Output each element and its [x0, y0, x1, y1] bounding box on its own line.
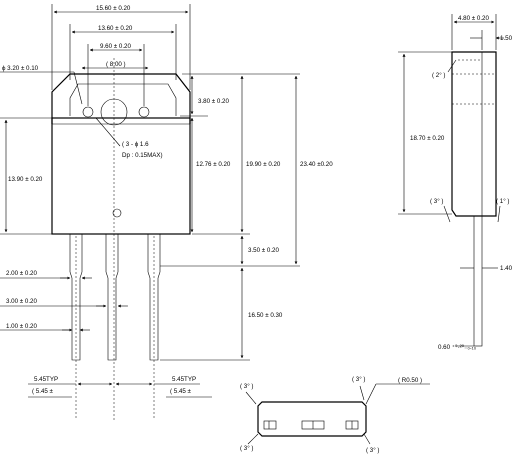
angle-2deg: ( 2° ) [432, 72, 445, 79]
leads [69, 234, 161, 361]
angle-3deg-side: ( 3° ) [430, 198, 443, 205]
angle-3deg-tl: ( 3° ) [240, 383, 253, 390]
side-lead [473, 215, 483, 347]
dim-3-80: 3.80 ± 0.20 [198, 98, 229, 105]
front-view [51, 58, 191, 420]
dim-12-76: 12.76 ± 0.20 [196, 161, 231, 168]
typ-left: 5.45TYP [34, 376, 58, 383]
dim-13-90: 13.90 ± 0.20 [8, 176, 43, 183]
typ-right-paren: ( 5.45 ± [170, 388, 192, 395]
dim-9-60: 9.60 ± 0.20 [100, 43, 131, 50]
body-outline [51, 117, 191, 235]
angle-3deg-bl: ( 3° ) [240, 445, 253, 452]
typ-right: 5.45TYP [172, 376, 196, 383]
ejector-mark [112, 208, 122, 218]
bottom-view: ( 3° ) ( 3° ) ( R0.50 ) ( 3° ) ( 3° ) [240, 376, 430, 454]
dim-16-50: 16.50 ± 0.30 [248, 312, 283, 319]
dim-1-50: 1.50 [500, 35, 513, 42]
dim-3-50: 3.50 ± 0.20 [248, 247, 279, 254]
dim-18-70: 18.70 ± 0.20 [410, 135, 445, 142]
dim-1-00: 1.00 ± 0.20 [6, 323, 37, 330]
r-0-50: ( R0.50 ) [398, 377, 422, 384]
dim-4-80: 4.80 ± 0.20 [458, 15, 489, 22]
pin-hole-right [138, 106, 150, 118]
dim-0-60: 0.60 ⁺⁰·²⁰₋₀.₁₀ [438, 344, 477, 351]
dim-23-40: 23.40 ±0.20 [300, 161, 333, 168]
side-body [451, 51, 497, 217]
pin-hole-left [82, 106, 94, 118]
angle-3deg-tr: ( 3° ) [352, 376, 365, 383]
dim-15-60: 15.60 ± 0.20 [96, 5, 131, 12]
front-right-dims: 3.80 ± 0.20 12.76 ± 0.20 19.90 ± 0.20 23… [95, 73, 333, 361]
dim-3-00: 3.00 ± 0.20 [6, 298, 37, 305]
angle-1deg-side: ( 1° ) [496, 198, 509, 205]
tab-outline [51, 73, 191, 124]
dim-13-60: 13.60 ± 0.20 [98, 25, 133, 32]
dim-1-40: 1.40 [500, 265, 513, 272]
hole-diameter: ϕ 3.20 ± 0.10 [2, 65, 39, 72]
typ-left-paren: ( 5.45 ± [32, 388, 54, 395]
dim-19-90: 19.90 ± 0.20 [246, 161, 281, 168]
angle-3deg-br: ( 3° ) [366, 447, 379, 454]
front-left-dims: 13.90 ± 0.20 2.00 ± 0.20 3.00 ± 0.20 1.0… [0, 117, 212, 398]
pin-spec-line2: Dp : 0.15MAX) [122, 152, 163, 159]
front-top-dims: 15.60 ± 0.20 13.60 ± 0.20 9.60 ± 0.20 ( … [0, 4, 191, 106]
pin-spec-line1: ( 3 - ϕ 1.6 [122, 141, 149, 148]
bottom-body [257, 401, 367, 437]
tab-inner-outline [69, 83, 177, 116]
side-view: 4.80 ± 0.20 1.50 ( 2° ) 18.70 ± 0.20 ( 3… [398, 14, 513, 351]
dim-8-00: ( 8.00 ) [106, 61, 126, 68]
dim-2-00: 2.00 ± 0.20 [6, 270, 37, 277]
